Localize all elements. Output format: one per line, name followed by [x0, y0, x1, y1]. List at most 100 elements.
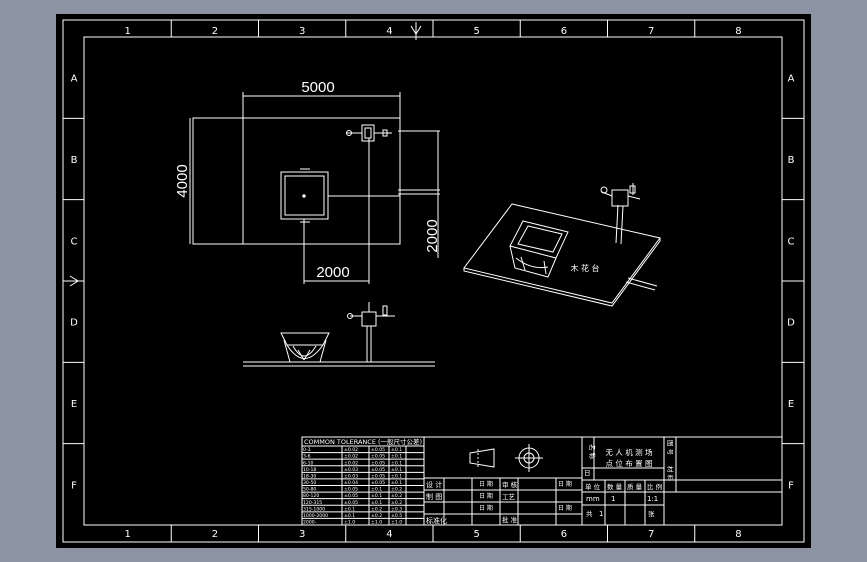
- tolerance-cell: ±0.2: [371, 506, 382, 512]
- sheet-value: 1: [599, 510, 603, 518]
- iso-platform-top: [463, 203, 661, 304]
- tolerance-cell: ±0.1: [371, 500, 382, 506]
- zone-column-label: 7: [648, 529, 654, 540]
- tolerance-cell: ±0.05: [344, 493, 358, 499]
- tolerance-cell: ±0.1: [371, 493, 382, 499]
- tolerance-cell: ±1.0: [391, 520, 402, 526]
- isometric-view: [463, 183, 661, 307]
- tolerance-cell: ±0.05: [371, 473, 385, 479]
- tolerance-cell: ±0.2: [391, 500, 402, 506]
- tolerance-cell: ±0.03: [344, 467, 358, 473]
- zone-row-label: B: [71, 155, 78, 166]
- scale-label: 比 例: [647, 482, 662, 491]
- tolerance-cell: ±0.05: [371, 460, 385, 466]
- outlet-pipe-plan: [398, 189, 440, 195]
- tolerance-cell: ±0.2: [371, 513, 382, 519]
- instrument-box-inner: [284, 175, 325, 216]
- zone-row-label: F: [788, 480, 794, 491]
- tolerance-cell: ±0.1: [344, 506, 355, 512]
- zone-column-label: 2: [212, 529, 218, 540]
- tolerance-cell: 2000-: [303, 520, 317, 526]
- page-label: 张: [648, 509, 655, 518]
- approve-label: 批 准: [502, 515, 518, 524]
- standard-label: 标准化: [426, 516, 447, 525]
- zone-row-label: E: [788, 399, 794, 410]
- dim-4000-label: 4000: [174, 164, 191, 197]
- zone-column-label: 5: [473, 529, 479, 540]
- tolerance-cell: ±0.1: [391, 447, 402, 453]
- zone-labels-left: A B C D E F: [70, 74, 78, 492]
- tolerance-cell: 6-10: [303, 460, 314, 466]
- tolerance-cell: ±1.0: [371, 520, 382, 526]
- drawing-title-line2: 点 位 布 置 图: [605, 458, 652, 468]
- tolerance-cell: 50-80: [303, 487, 316, 493]
- drafter-label: 制 图: [426, 492, 442, 501]
- tolerance-cell: ±0.05: [371, 480, 385, 486]
- tolerance-cell: 3-6: [303, 454, 311, 460]
- zone-row-label: A: [788, 74, 795, 85]
- tolerance-cell: ±0.2: [391, 487, 402, 493]
- zone-row-label: A: [71, 74, 78, 85]
- tolerance-cell: ±0.04: [344, 480, 358, 486]
- tolerance-cell: 0-3: [303, 447, 311, 453]
- tolerance-cell: 315-1000: [303, 506, 325, 512]
- tolerance-cell: 1000-2000: [303, 513, 328, 519]
- zone-column-label: 6: [561, 26, 567, 37]
- mast-device-plan: [346, 124, 392, 142]
- material-label: 材 料: [666, 466, 675, 482]
- tolerance-cell: 30-50: [303, 480, 316, 486]
- date-label-2: 日 期: [479, 492, 493, 500]
- zone-ticks: [63, 20, 804, 542]
- zone-column-label: 3: [299, 529, 305, 540]
- scale-value: 1:1: [647, 495, 658, 503]
- tolerance-cell: ±0.1: [391, 473, 402, 479]
- unit-label: 单 位: [585, 482, 601, 491]
- tolerance-cell: 120-315: [303, 500, 322, 506]
- zone-column-label: 7: [648, 26, 654, 37]
- zone-column-label: 4: [386, 529, 392, 540]
- mast-front: [347, 302, 395, 362]
- drawing-no-label: 图 号: [666, 440, 674, 456]
- tolerance-cell: ±0.1: [391, 480, 402, 486]
- name-col-label: 名 称: [588, 444, 597, 460]
- date-label-4: 日 期: [558, 480, 572, 488]
- tolerance-cell: ±0.05: [344, 500, 358, 506]
- tolerance-cell: ±1.0: [344, 520, 355, 526]
- tolerance-cell: 10-18: [303, 467, 316, 473]
- tolerance-cell: ±0.1: [391, 467, 402, 473]
- site-outline: [192, 117, 401, 245]
- qty-label: 数 量: [607, 482, 623, 491]
- process-label: 工艺: [502, 493, 516, 501]
- front-view: [243, 302, 435, 367]
- zone-row-label: F: [71, 480, 77, 491]
- weight-label: 质 量: [627, 482, 643, 491]
- zone-column-label: 4: [386, 26, 392, 37]
- review-label: 审 核: [502, 480, 518, 489]
- sheet-label: 共: [586, 509, 593, 518]
- tolerance-cell: ±0.1: [371, 487, 382, 493]
- tolerance-cell: ±0.05: [344, 487, 358, 493]
- zone-row-label: B: [788, 155, 795, 166]
- plan-view: [189, 92, 440, 284]
- zone-row-label: E: [71, 399, 77, 410]
- tolerance-cell: ±0.05: [371, 454, 385, 460]
- instrument-body-front: [280, 332, 330, 363]
- date-label-5: 日 期: [558, 504, 572, 512]
- zone-column-label: 6: [561, 529, 567, 540]
- drawing-title-line1: 无 人 机 测 场: [605, 447, 653, 457]
- zone-column-label: 8: [735, 529, 741, 540]
- zone-column-label: 1: [124, 529, 130, 540]
- zone-row-label: C: [71, 236, 78, 247]
- iso-outlet-pipe: [625, 277, 658, 291]
- date-label-3: 日 期: [479, 504, 493, 512]
- dim-2000-right-label: 2000: [424, 219, 441, 252]
- zone-row-label: D: [70, 318, 78, 329]
- tolerance-cell: ±0.5: [391, 513, 402, 519]
- unit-value: mm: [586, 495, 600, 503]
- tolerance-cell: ±0.02: [344, 460, 358, 466]
- title-block-frame: [301, 436, 783, 526]
- zone-column-label: 5: [473, 26, 479, 37]
